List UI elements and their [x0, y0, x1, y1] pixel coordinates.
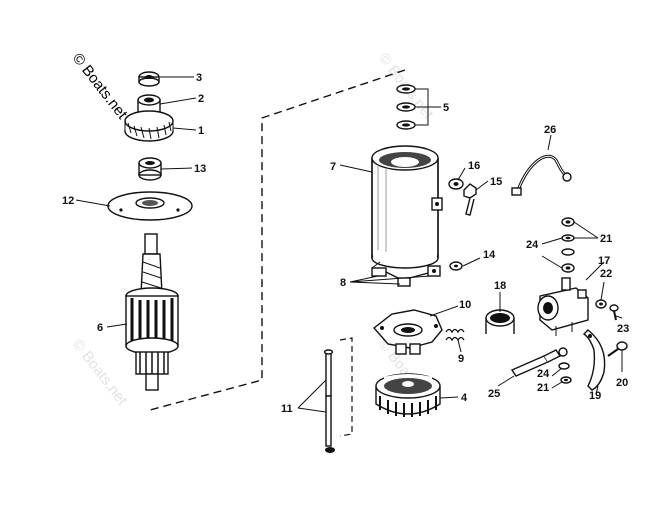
callout-labels: 3 2 1 13 12 6 5 7 16 15 26 8 14 10 9 4 1…: [62, 72, 629, 415]
callout-9: 9: [458, 353, 464, 365]
callout-21-top: 21: [600, 233, 612, 245]
through-bolt-dashed-bracket: [339, 337, 353, 437]
callout-1: 1: [198, 125, 204, 137]
watermark-faint-left: © Boats.net: [69, 336, 131, 409]
callout-8: 8: [340, 277, 346, 289]
callout-10: 10: [459, 299, 471, 311]
part-6-armature-icon: [125, 233, 179, 391]
part-1-2-pinion-gear-icon: [124, 94, 174, 142]
part-4-end-cap-icon: [375, 373, 441, 417]
part-22-nut-icon: [595, 299, 607, 309]
part-12-end-plate-icon: [107, 191, 193, 221]
solenoid-hardware-top-icon: [561, 217, 575, 273]
part-9-springs-icon: [445, 328, 465, 342]
part-19-shift-lever-icon: [582, 329, 606, 391]
callout-20: 20: [616, 377, 628, 389]
callout-24-bottom: 24: [537, 368, 550, 380]
part-15-bolt-icon: [463, 183, 477, 216]
callout-15: 15: [490, 176, 502, 188]
part-5-washers-icon: [396, 84, 416, 130]
watermark-text: © Boats.net: [69, 50, 131, 123]
part-16-washer-icon: [448, 178, 464, 190]
watermark-main: © Boats.net: [69, 50, 131, 123]
callout-5: 5: [443, 102, 449, 114]
part-25-plunger-icon: [510, 347, 568, 377]
callout-25: 25: [488, 388, 500, 400]
callout-6: 6: [97, 322, 103, 334]
part-26-lead-wire-icon: [511, 154, 572, 196]
callout-17: 17: [598, 255, 610, 267]
callout-19: 19: [589, 390, 601, 402]
callout-12: 12: [62, 195, 74, 207]
callout-22: 22: [600, 268, 612, 280]
callout-7: 7: [330, 161, 336, 173]
callout-13: 13: [194, 163, 206, 175]
callout-2: 2: [198, 93, 204, 105]
part-14-nut-icon: [449, 261, 463, 271]
part-7-field-frame-icon: [371, 145, 443, 269]
leader-lines: [75, 76, 623, 413]
part-13-bushing-icon: [138, 157, 162, 181]
part-17-solenoid-icon: [537, 277, 589, 336]
callout-4: 4: [461, 392, 468, 404]
callout-23: 23: [617, 323, 629, 335]
lower-hardware-icon: [558, 362, 572, 384]
part-18-band-icon: [485, 309, 515, 334]
part-11-through-bolts-icon: [323, 349, 335, 453]
part-3-nut-icon: [138, 71, 160, 87]
callout-11: 11: [281, 403, 293, 415]
callout-18: 18: [494, 280, 506, 292]
assembly-dashed-line: [149, 69, 406, 411]
callout-3: 3: [196, 72, 202, 84]
callout-24-top: 24: [526, 239, 539, 251]
part-10-brush-plate-icon: [372, 309, 443, 355]
callout-21-bottom: 21: [537, 382, 549, 394]
part-20-pin-icon: [607, 341, 628, 357]
part-23-screw-icon: [609, 304, 619, 321]
callout-14: 14: [483, 249, 496, 261]
callout-26: 26: [544, 124, 556, 136]
callout-16: 16: [468, 160, 480, 172]
